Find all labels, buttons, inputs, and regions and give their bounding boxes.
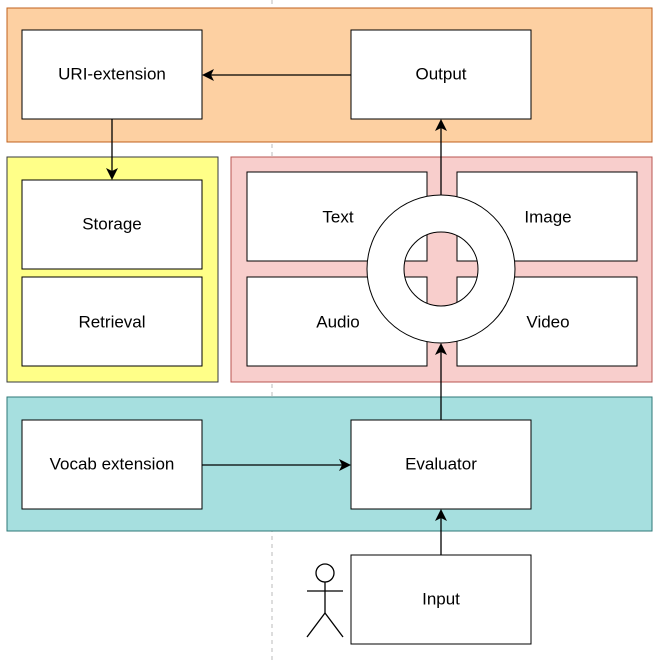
input-label: Input [422,589,460,608]
uri-extension-label: URI-extension [58,64,166,83]
image-label: Image [524,207,571,226]
audio-label: Audio [316,312,359,331]
text-label: Text [322,207,353,226]
video-label: Video [526,312,569,331]
storage-label: Storage [82,214,142,233]
stick-figure-icon [306,563,344,638]
vocab-extension-label: Vocab extension [50,454,175,473]
output-label: Output [415,64,466,83]
input-node[interactable]: Input [350,554,532,645]
storage-node[interactable]: Storage [21,179,203,270]
vocab-extension-node[interactable]: Vocab extension [21,419,203,510]
evaluator-label: Evaluator [405,454,477,473]
retrieval-label: Retrieval [78,312,145,331]
ring-icon [366,194,516,344]
evaluator-node[interactable]: Evaluator [350,419,532,510]
retrieval-node[interactable]: Retrieval [21,276,203,367]
output-node[interactable]: Output [350,29,532,120]
uri-extension-node[interactable]: URI-extension [21,29,203,120]
